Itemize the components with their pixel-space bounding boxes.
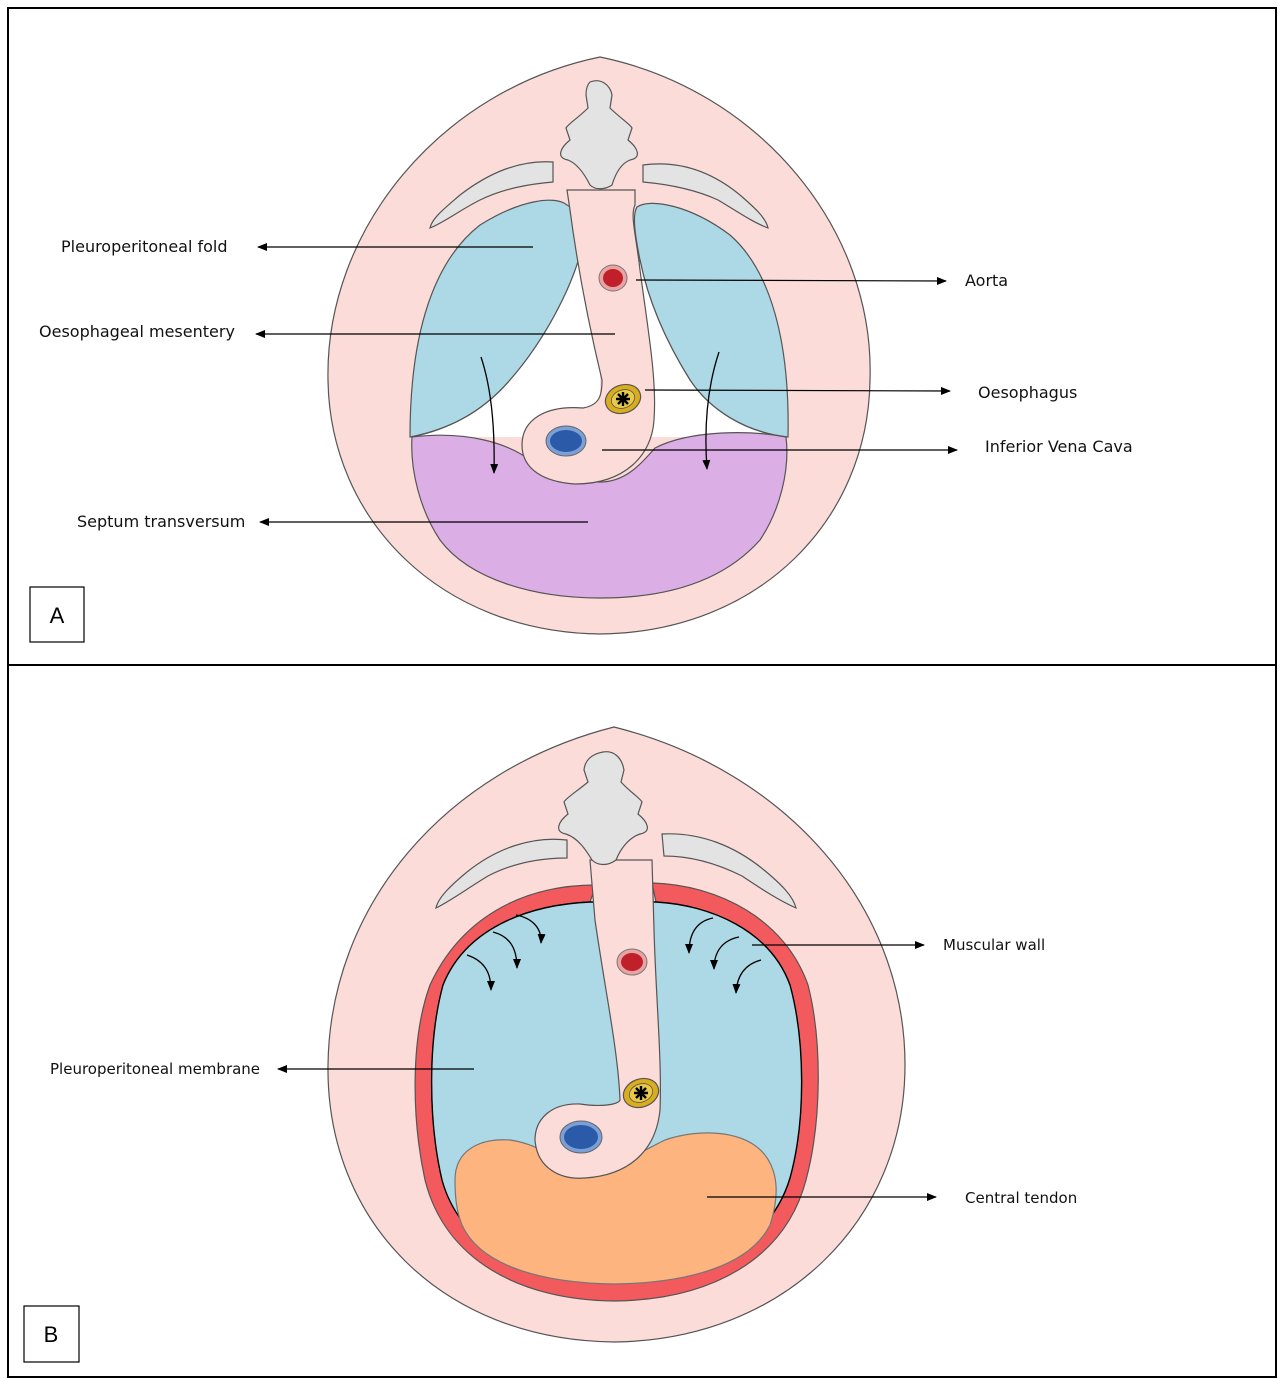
panel-b: Muscular wall Pleuroperitoneal membrane … bbox=[24, 727, 1077, 1362]
panel-a-letter: A bbox=[50, 603, 65, 628]
label-septum-transversum: Septum transversum bbox=[77, 512, 245, 531]
oesophagus-lumen-icon bbox=[616, 392, 630, 406]
panel-a: Pleuroperitoneal fold Oesophageal mesent… bbox=[30, 57, 1133, 642]
label-oesophagus: Oesophagus bbox=[978, 383, 1077, 402]
label-pleuroperitoneal-fold: Pleuroperitoneal fold bbox=[61, 237, 228, 256]
aorta-lumen bbox=[621, 953, 643, 971]
inferior-vena-cava-lumen bbox=[550, 430, 582, 452]
aorta-lumen bbox=[603, 269, 623, 287]
inferior-vena-cava-lumen bbox=[564, 1125, 598, 1149]
label-oesophageal-mesentery: Oesophageal mesentery bbox=[39, 322, 235, 341]
label-central-tendon: Central tendon bbox=[965, 1189, 1077, 1207]
label-muscular-wall: Muscular wall bbox=[943, 936, 1045, 954]
oesophagus-lumen-icon bbox=[634, 1086, 648, 1100]
label-pleuroperitoneal-membrane: Pleuroperitoneal membrane bbox=[50, 1060, 260, 1078]
panel-b-letter: B bbox=[44, 1322, 59, 1347]
label-inferior-vena-cava: Inferior Vena Cava bbox=[985, 437, 1133, 456]
label-aorta: Aorta bbox=[965, 271, 1008, 290]
